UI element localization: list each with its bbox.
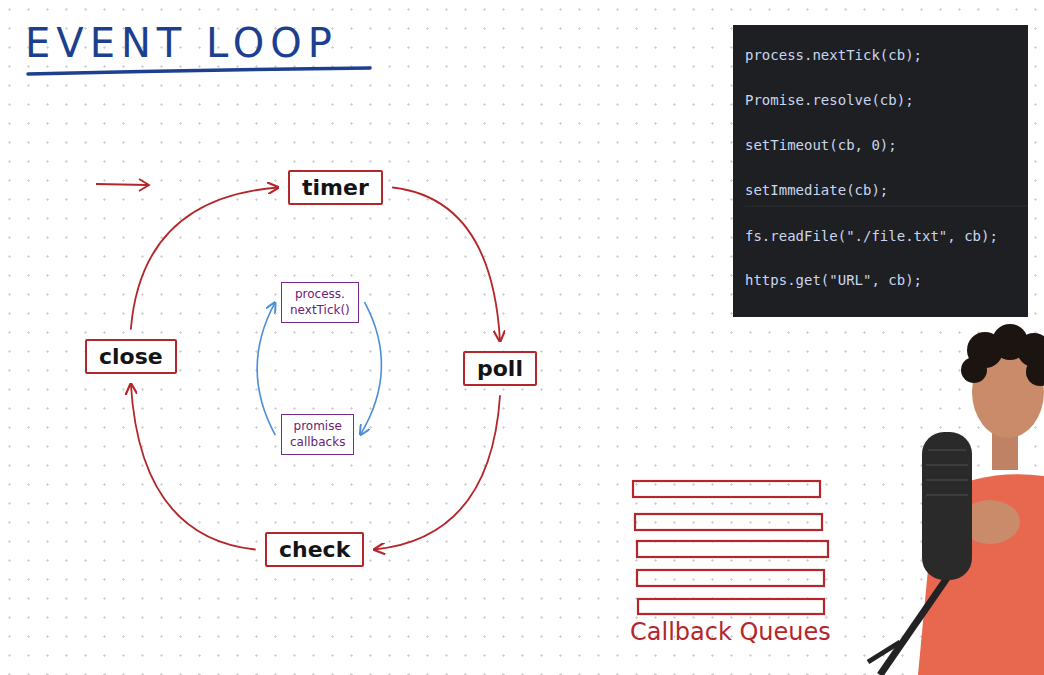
code-line: fs.readFile("./file.txt", cb); (745, 228, 998, 244)
phase-arrow (393, 188, 500, 342)
title-underline (28, 68, 370, 74)
queue-label: Callback Queues (630, 618, 831, 646)
queue-bar (637, 570, 824, 586)
box-text: close (99, 344, 163, 369)
microtask-box: promise callbacks (281, 414, 354, 455)
code-line: https.get("URL", cb); (745, 272, 922, 288)
hair-curl (1026, 358, 1044, 386)
box-text: check (279, 537, 350, 562)
box-text: poll (477, 356, 523, 381)
code-line: setImmediate(cb); (745, 182, 888, 198)
entry-arrow (96, 179, 149, 191)
queue-bar (638, 599, 824, 614)
mic-grill-line (926, 464, 968, 466)
presenter-hair (961, 324, 1044, 386)
code-panel (733, 25, 1028, 317)
code-line: setTimeout(cb, 0); (745, 137, 897, 153)
box-text: timer (302, 175, 369, 200)
callback-queue-bars (633, 481, 828, 614)
queue-bar (635, 514, 822, 530)
entry-arrow-head (139, 179, 149, 191)
box-text: process. nextTick() (290, 287, 350, 318)
microtask-box: process. nextTick() (281, 282, 359, 323)
presenter-illustration (868, 324, 1044, 675)
diagram-title: EVENT LOOP (25, 20, 338, 66)
code-line: process.nextTick(cb); (745, 47, 922, 63)
phase-box: close (85, 339, 177, 374)
mic-stand (880, 578, 947, 675)
mic-grill-line (926, 494, 968, 496)
entry-arrow-shaft (96, 184, 148, 185)
phase-box: check (265, 532, 364, 567)
phase-arrow (131, 188, 278, 330)
phase-box: timer (288, 170, 383, 205)
microtask-arrow (257, 303, 275, 435)
code-cursor-line (745, 206, 1028, 207)
microphone (922, 432, 972, 580)
phase-arrow (131, 384, 255, 550)
phase-arrow (374, 396, 500, 550)
mic-grill-line (926, 479, 968, 481)
code-line: Promise.resolve(cb); (745, 92, 914, 108)
hair-curl (961, 357, 987, 383)
mic-grill (926, 450, 968, 495)
mic-boom (868, 642, 900, 662)
microtask-arrow (360, 303, 381, 435)
mic-grill-line (928, 449, 966, 451)
box-text: promise callbacks (290, 419, 345, 450)
queue-bar (633, 481, 820, 497)
queue-bar (637, 541, 828, 557)
phase-box: poll (463, 351, 537, 386)
